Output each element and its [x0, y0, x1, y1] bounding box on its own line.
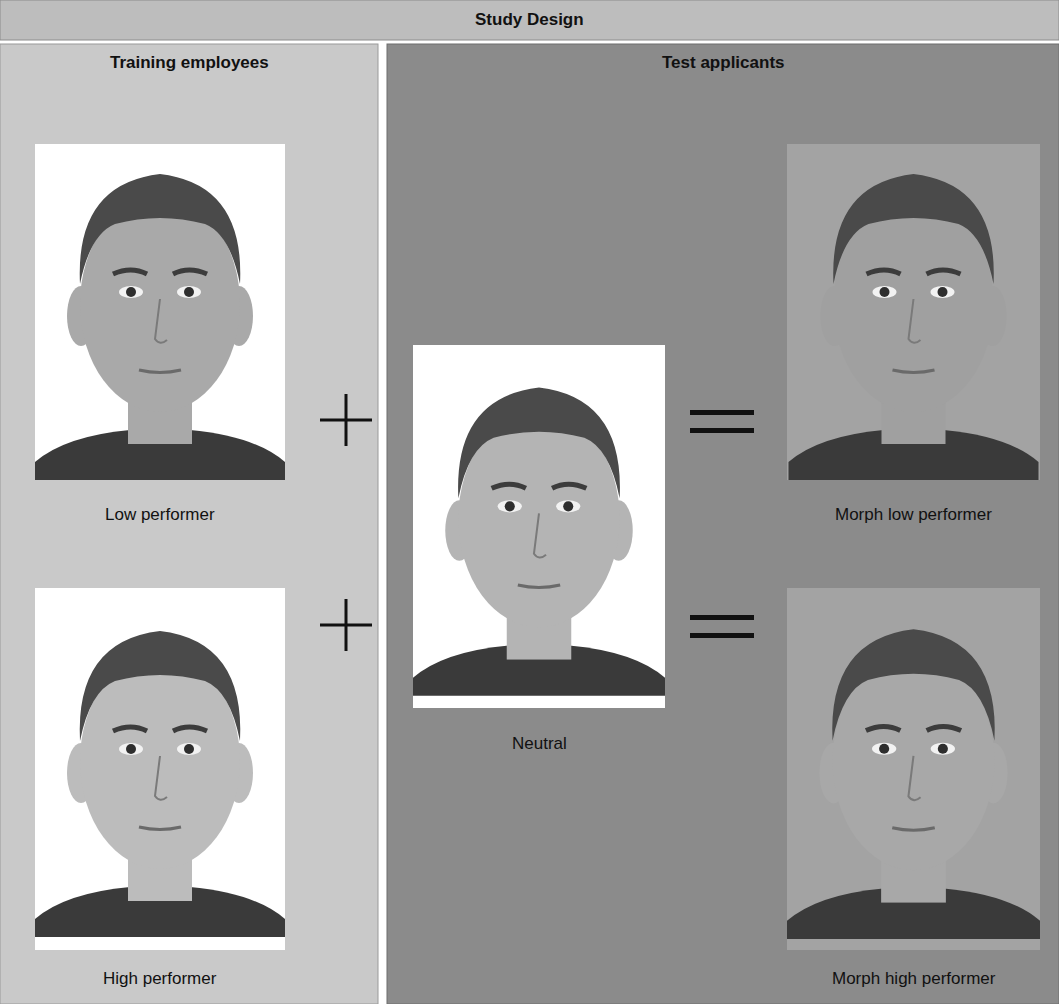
panel-heading: Training employees	[110, 52, 269, 74]
photo-caption: High performer	[103, 968, 216, 990]
diagram-title: Study Design	[475, 9, 584, 31]
equals-symbol	[690, 410, 754, 638]
photo-frame	[413, 345, 665, 708]
test-panel	[387, 44, 1059, 1004]
panel-heading: Test applicants	[662, 52, 785, 74]
photo-caption: Low performer	[105, 504, 215, 526]
plus-symbol	[320, 394, 372, 651]
photo-caption: Neutral	[512, 733, 567, 755]
photo-frame	[787, 588, 1040, 950]
group-panel: Test applicantsNeutral Morph low performe…	[387, 44, 1059, 1004]
title-band	[0, 0, 1059, 40]
face-photo	[35, 631, 285, 937]
photo-caption: Morph low performer	[835, 504, 992, 526]
photo-card: Morph low performer	[787, 144, 1040, 536]
face-photo	[787, 629, 1040, 939]
face-photo	[789, 174, 1039, 480]
photo-caption: Morph high performer	[832, 968, 995, 990]
face-photo	[35, 174, 285, 480]
face-photo	[413, 387, 665, 695]
photo-frame	[787, 144, 1040, 480]
photo-frame	[35, 588, 285, 950]
photo-frame	[35, 144, 285, 480]
photo-card: Morph high performer	[787, 588, 1040, 998]
photo-card: Neutral	[413, 345, 665, 758]
photo-card: Low performer	[35, 144, 285, 536]
training-panel	[0, 44, 378, 1004]
group-panel: Training employeesLow performerHigh perf…	[0, 44, 378, 1004]
photo-card: High performer	[35, 588, 285, 998]
